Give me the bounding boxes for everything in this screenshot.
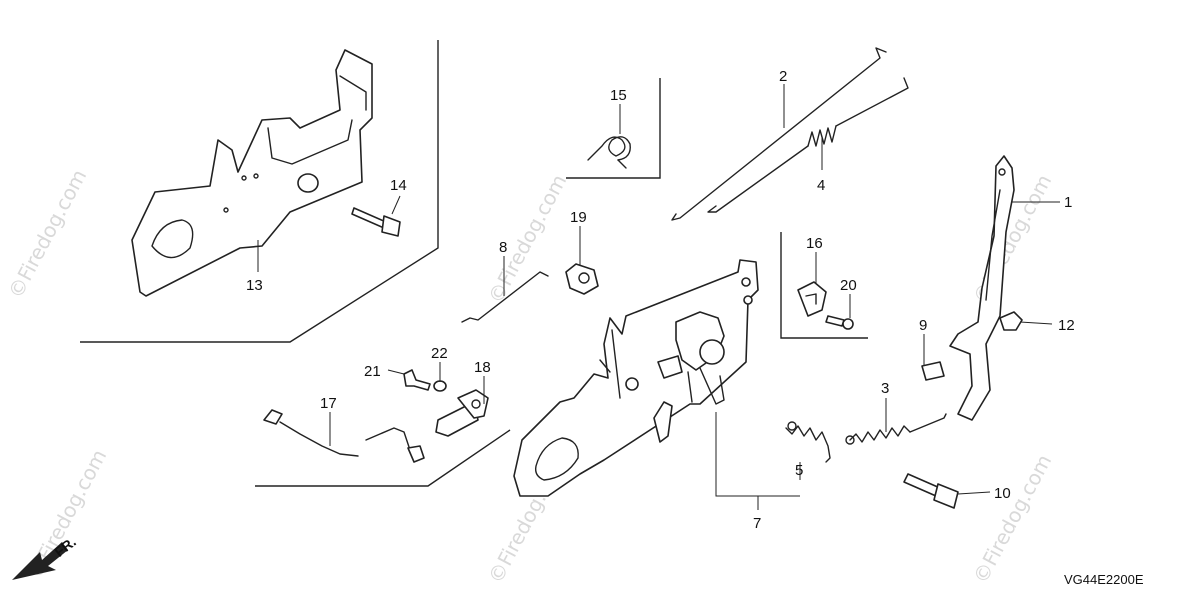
part-9-block [921, 361, 945, 381]
callout-12: 12 [1058, 317, 1075, 334]
part-16-bracket [797, 281, 827, 317]
part-7-bracket [513, 259, 759, 497]
leader-lines [257, 84, 1060, 510]
callout-21: 21 [364, 363, 381, 380]
callout-13: 13 [246, 277, 263, 294]
callout-19: 19 [570, 209, 587, 226]
callout-17: 17 [320, 395, 337, 412]
callout-18: 18 [474, 359, 491, 376]
part-18-switch [435, 389, 489, 437]
callout-8: 8 [499, 239, 507, 256]
part-10-bolt [903, 473, 959, 509]
part-20-screw [825, 315, 854, 330]
callout-16: 16 [806, 235, 823, 252]
callout-3: 3 [881, 380, 889, 397]
callout-1: 1 [1064, 194, 1072, 211]
part-15-spring [587, 136, 631, 169]
part-13-plate [131, 49, 373, 297]
part-8-rod [461, 271, 549, 323]
part-2-rod [671, 47, 887, 221]
section-frames [80, 40, 868, 487]
callouts: 1 2 3 4 5 7 8 9 10 12 13 14 15 16 17 18 … [246, 68, 1075, 532]
part-14-bolt [351, 207, 401, 237]
part-1-lever [949, 155, 1015, 421]
callout-20: 20 [840, 277, 857, 294]
callout-5: 5 [795, 462, 803, 479]
callout-9: 9 [919, 317, 927, 334]
watermark: ©Firedog.com [483, 170, 571, 307]
part-17-wire [263, 409, 425, 463]
part-4-rod [707, 77, 909, 213]
frame-lower-left [255, 429, 511, 487]
callout-15: 15 [610, 87, 627, 104]
callout-22: 22 [431, 345, 448, 362]
callout-4: 4 [817, 177, 825, 194]
part-21-screw [403, 369, 431, 391]
callout-7: 7 [753, 515, 761, 532]
diagram-code: VG44E2200E [1064, 572, 1144, 587]
frame-part-15 [566, 78, 661, 179]
callout-2: 2 [779, 68, 787, 85]
frame-upper-left [80, 40, 439, 343]
watermark: ©Firedog.com [968, 450, 1056, 587]
part-22-washer [433, 380, 447, 392]
frame-part-16 [780, 232, 868, 339]
watermark: ©Firedog.com [3, 165, 91, 302]
part-19-clip [565, 263, 599, 295]
part-12-nut [999, 311, 1023, 331]
part-5-spring [785, 421, 831, 463]
part-3-spring [845, 413, 947, 445]
callout-14: 14 [390, 177, 407, 194]
callout-10: 10 [994, 485, 1011, 502]
